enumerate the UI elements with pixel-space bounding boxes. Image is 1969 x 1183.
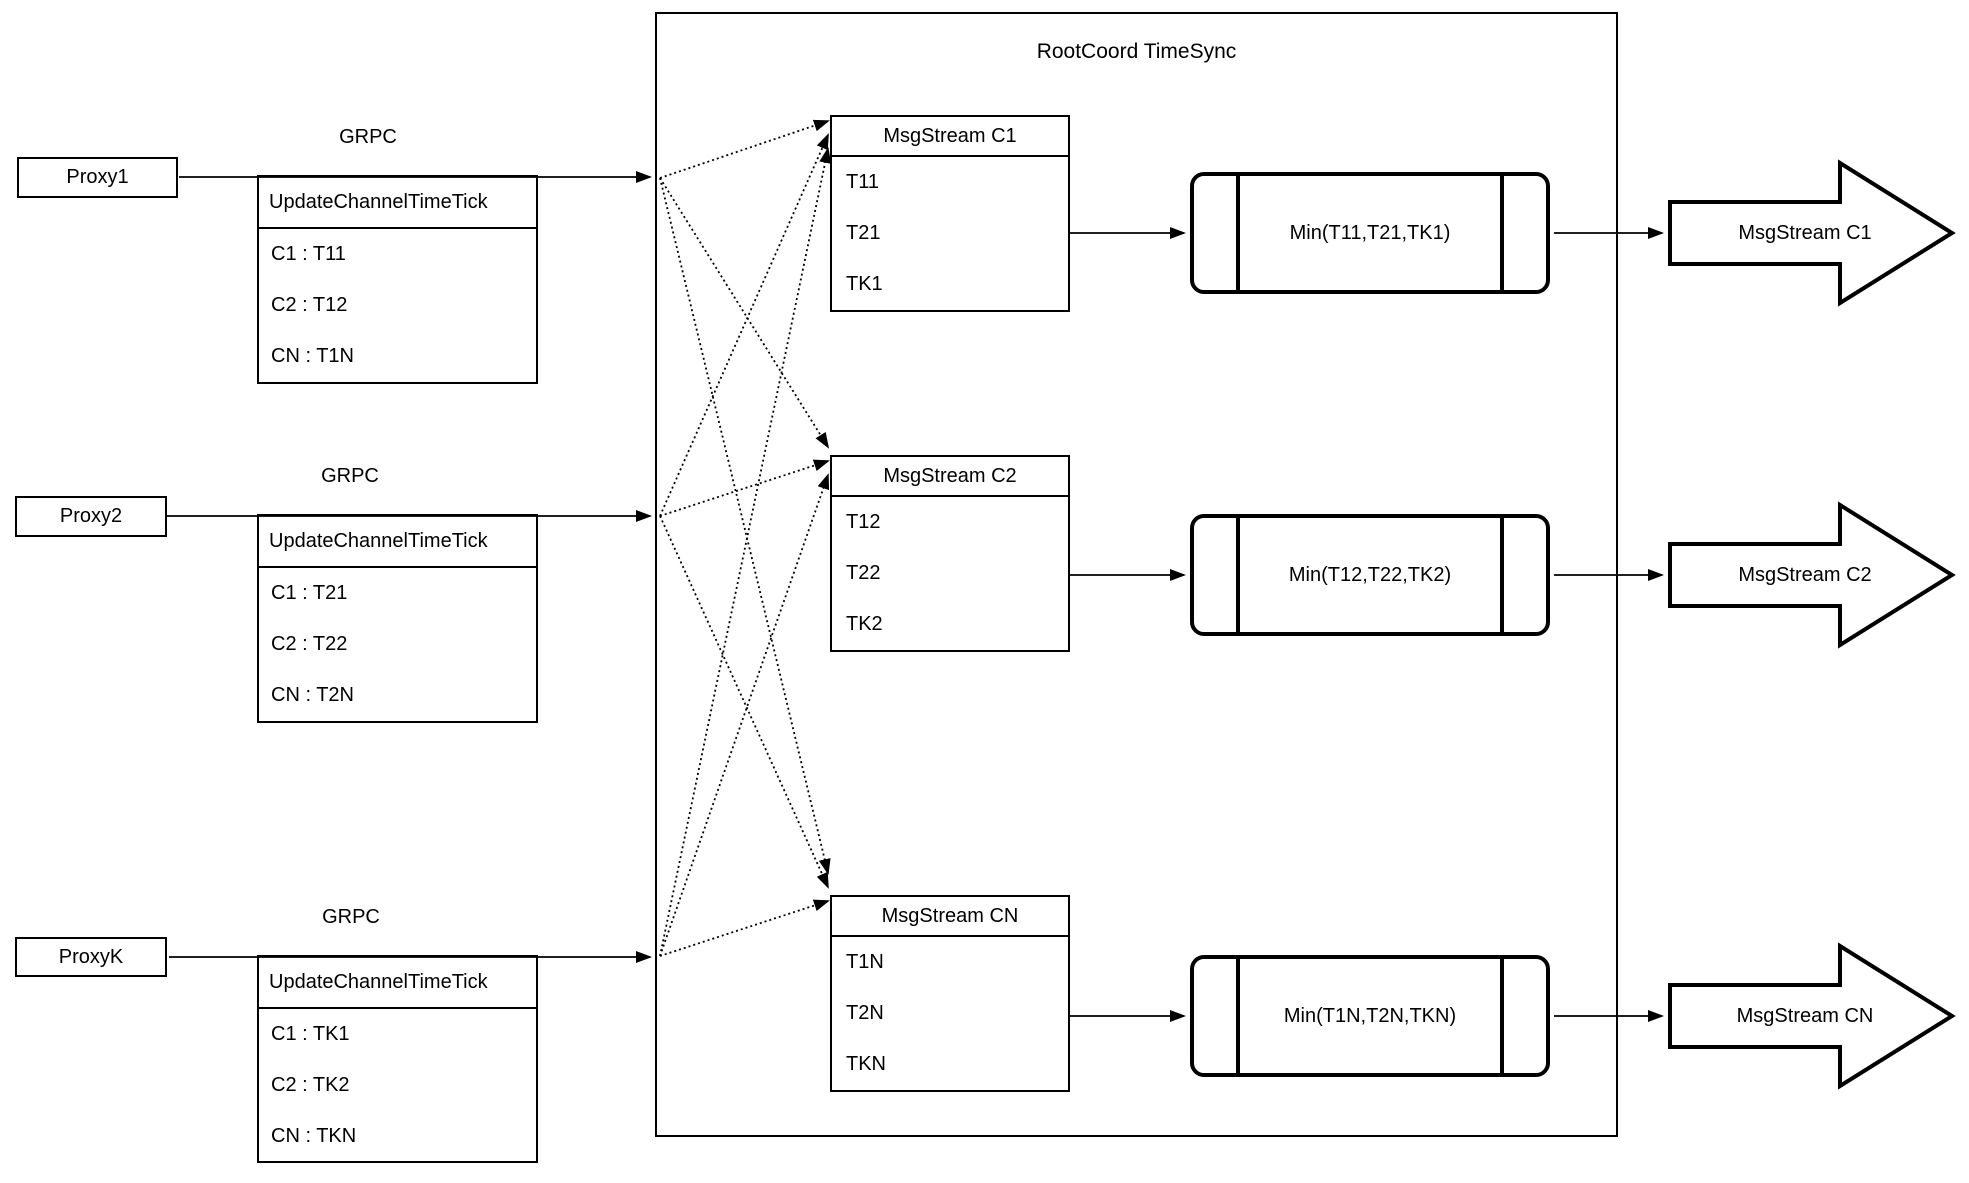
grpc-label-3: GRPC <box>322 905 380 928</box>
timetick-row: CN : T1N <box>271 345 354 367</box>
min-label: Min(T1N,T2N,TKN) <box>1283 1004 1457 1027</box>
proxy1-box: Proxy1 <box>17 157 178 198</box>
output-arrow-label-1: MsgStream C1 <box>1738 221 1872 244</box>
rootcoord-title: RootCoord TimeSync <box>1036 40 1237 63</box>
msgstream-table-header: MsgStream C2 <box>832 457 1068 497</box>
min-box-side-bar <box>1236 176 1240 290</box>
min-box-side-bar <box>1500 518 1504 632</box>
msgstream-table-c2: MsgStream C2 T12 T22 TK2 <box>830 455 1070 652</box>
min-box-side-bar <box>1500 176 1504 290</box>
msgstream-table-cn: MsgStream CN T1N T2N TKN <box>830 895 1070 1092</box>
timetick-row: C1 : TK1 <box>271 1023 350 1045</box>
msgstream-tick: T1N <box>846 951 884 973</box>
min-box-3: Min(T1N,T2N,TKN) <box>1190 955 1550 1077</box>
min-label: Min(T11,T21,TK1) <box>1289 221 1451 244</box>
timetick-row: C1 : T11 <box>271 243 346 265</box>
min-box-2: Min(T12,T22,TK2) <box>1190 514 1550 636</box>
timetick-table-3: UpdateChannelTimeTick C1 : TK1 C2 : TK2 … <box>257 955 538 1163</box>
timetick-table-header: UpdateChannelTimeTick <box>259 516 536 568</box>
msgstream-table-header: MsgStream CN <box>832 897 1068 937</box>
msgstream-tick: T12 <box>846 511 881 533</box>
msgstream-tick: T21 <box>846 222 881 244</box>
timetick-row: CN : TKN <box>271 1125 357 1147</box>
msgstream-tick: T2N <box>846 1002 884 1024</box>
min-box-side-bar <box>1236 959 1240 1073</box>
min-box-1: Min(T11,T21,TK1) <box>1190 172 1550 294</box>
timetick-row: C2 : T22 <box>271 633 348 655</box>
min-box-side-bar <box>1500 959 1504 1073</box>
output-arrow-label-2: MsgStream C2 <box>1738 563 1872 586</box>
timetick-row: C2 : T12 <box>271 294 348 316</box>
msgstream-tick: TKN <box>846 1053 886 1075</box>
min-box-side-bar <box>1236 518 1240 632</box>
proxy2-box: Proxy2 <box>15 496 167 537</box>
msgstream-tick: TK2 <box>846 613 883 635</box>
output-arrow-label-3: MsgStream CN <box>1736 1004 1874 1027</box>
msgstream-tick: T22 <box>846 562 881 584</box>
proxyk-box: ProxyK <box>15 937 167 977</box>
timetick-table-2: UpdateChannelTimeTick C1 : T21 C2 : T22 … <box>257 514 538 723</box>
grpc-label-2: GRPC <box>321 464 379 487</box>
grpc-label-1: GRPC <box>339 125 397 148</box>
timetick-table-header: UpdateChannelTimeTick <box>259 957 536 1009</box>
msgstream-table-header: MsgStream C1 <box>832 117 1068 157</box>
msgstream-tick: TK1 <box>846 273 883 295</box>
msgstream-tick: T11 <box>846 171 879 193</box>
msgstream-table-c1: MsgStream C1 T11 T21 TK1 <box>830 115 1070 312</box>
timetick-row: C1 : T21 <box>271 582 348 604</box>
timetick-table-header: UpdateChannelTimeTick <box>259 177 536 229</box>
timetick-row: CN : T2N <box>271 684 354 706</box>
min-label: Min(T12,T22,TK2) <box>1288 563 1452 586</box>
timetick-row: C2 : TK2 <box>271 1074 350 1096</box>
timetick-table-1: UpdateChannelTimeTick C1 : T11 C2 : T12 … <box>257 175 538 384</box>
